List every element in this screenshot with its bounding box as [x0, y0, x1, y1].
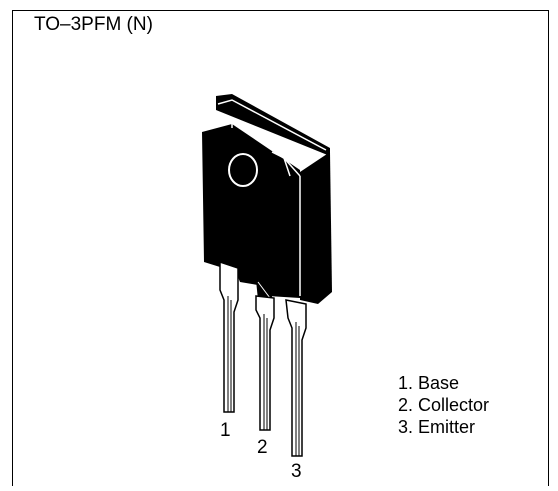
pin-1-number: 1 — [220, 420, 231, 441]
mounting-hole — [228, 153, 258, 187]
legend-item-base: 1. Base — [398, 373, 460, 393]
pin-3-lead — [285, 299, 307, 457]
package-label: TO–3PFM (N) — [34, 14, 153, 35]
figure-frame — [12, 10, 549, 486]
pin-legend: 1. Base 2. Collector 3. Emitter — [398, 372, 489, 438]
legend-item-emitter: 3. Emitter — [398, 417, 476, 437]
pin-2-number: 2 — [257, 437, 268, 458]
pin-1-lead — [219, 260, 239, 413]
package-top-rim — [216, 94, 330, 156]
package-right-side — [300, 152, 332, 304]
package-body — [202, 124, 300, 298]
pin-3-number: 3 — [291, 461, 302, 482]
pin-2-lead — [255, 295, 275, 431]
legend-item-collector: 2. Collector — [398, 395, 490, 415]
